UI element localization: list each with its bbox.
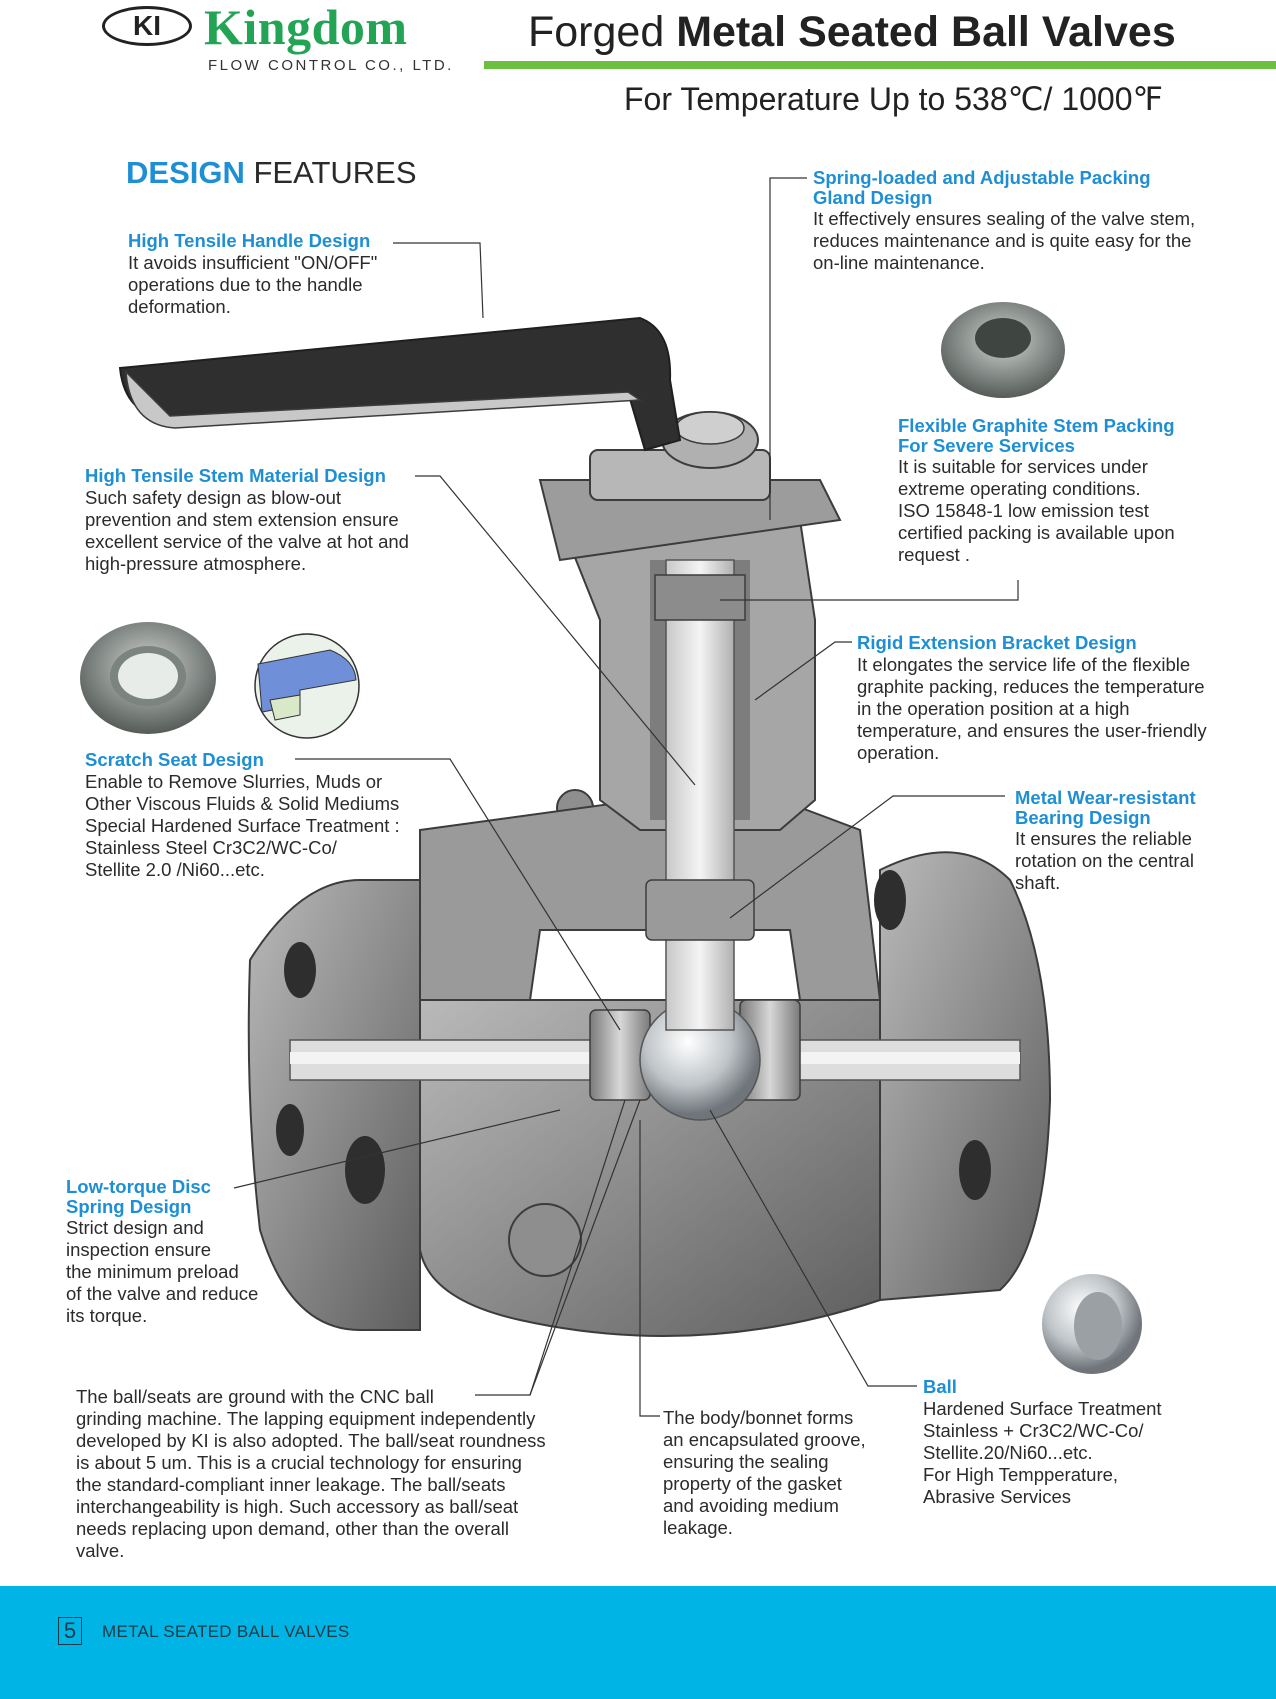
graphite-packing-ring-image (941, 302, 1065, 398)
feature-body-bonnet: The body/bonnet forms an encapsulated gr… (663, 1407, 903, 1539)
seat-detail-circle (254, 633, 360, 739)
feature-description: The ball/seats are ground with the CNC b… (76, 1386, 546, 1561)
company-logo-name: Kingdom (204, 0, 408, 55)
feature-description: It effectively ensures sealing of the va… (813, 208, 1196, 273)
feature-description: It elongates the service life of the fle… (857, 654, 1207, 763)
feature-title: Rigid Extension Bracket Design (857, 632, 1137, 653)
feature-ball: Ball Hardened Surface Treatment Stainles… (923, 1376, 1223, 1508)
feature-title: Low-torque Disc Spring Design (66, 1176, 211, 1217)
feature-packing-gland: Spring-loaded and Adjustable Packing Gla… (813, 168, 1253, 274)
feature-title: Scratch Seat Design (85, 749, 264, 770)
feature-title: Flexible Graphite Stem Packing For Sever… (898, 415, 1175, 456)
feature-description: Hardened Surface Treatment Stainless + C… (923, 1398, 1162, 1507)
feature-title: Spring-loaded and Adjustable Packing Gla… (813, 167, 1151, 208)
feature-title: High Tensile Stem Material Design (85, 465, 386, 486)
feature-disc-spring: Low-torque Disc Spring Design Strict des… (66, 1177, 306, 1327)
feature-title: High Tensile Handle Design (128, 230, 371, 251)
callout-leader-lines (233, 177, 1019, 1417)
feature-description: Strict design and inspection ensure the … (66, 1217, 259, 1326)
company-logo-subtitle: FLOW CONTROL CO., LTD. (208, 57, 454, 74)
company-logo-badge: KI (102, 6, 192, 46)
feature-ball-seats: The ball/seats are ground with the CNC b… (76, 1386, 596, 1562)
feature-title: Ball (923, 1376, 957, 1397)
section-heading: DESIGN FEATURES (126, 155, 417, 190)
feature-stem-material: High Tensile Stem Material Design Such s… (85, 465, 445, 575)
feature-title: Metal Wear-resistant Bearing Design (1015, 787, 1196, 828)
feature-description: It ensures the reliable rotation on the … (1015, 828, 1194, 893)
feature-extension-bracket: Rigid Extension Bracket Design It elonga… (857, 632, 1267, 764)
feature-graphite-packing: Flexible Graphite Stem Packing For Sever… (898, 416, 1258, 566)
page-subtitle: For Temperature Up to 538℃/ 1000℉ (624, 81, 1163, 117)
feature-description: The body/bonnet forms an encapsulated gr… (663, 1407, 866, 1538)
feature-scratch-seat: Scratch Seat Design Enable to Remove Slu… (85, 749, 445, 881)
page-number: 5 (58, 1617, 82, 1645)
feature-description: Such safety design as blow-out preventio… (85, 487, 409, 574)
feature-bearing: Metal Wear-resistant Bearing Design It e… (1015, 788, 1265, 894)
feature-handle-design: High Tensile Handle Design It avoids ins… (128, 230, 458, 318)
footer-label: METAL SEATED BALL VALVES (102, 1622, 350, 1641)
header-divider-bar (484, 61, 1276, 69)
feature-description: Enable to Remove Slurries, Muds or Other… (85, 771, 400, 880)
seat-ring-image (80, 622, 216, 734)
feature-description: It avoids insufficient "ON/OFF" operatio… (128, 252, 378, 317)
feature-description: It is suitable for services under extrem… (898, 456, 1175, 565)
page-footer (0, 1586, 1276, 1699)
page-title: Forged Metal Seated Ball Valves (528, 8, 1176, 56)
ball-image (1042, 1274, 1142, 1374)
